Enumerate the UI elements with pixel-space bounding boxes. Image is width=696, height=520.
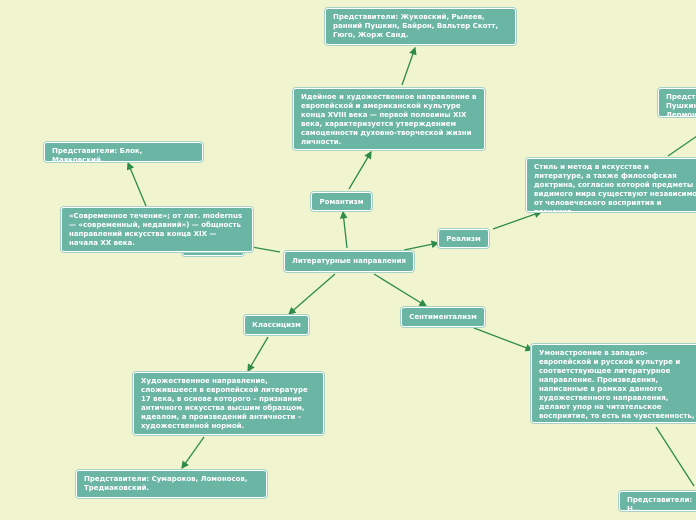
center-topic-literary-movements[interactable]: Литературные направления — [284, 251, 414, 272]
edge-sentdesc-reps — [655, 426, 695, 487]
topic-classicism[interactable]: Классицизм — [244, 315, 309, 335]
romanticism-representatives[interactable]: Представители: Жуковский, Рылеев, ранний… — [325, 8, 516, 45]
edge-moddesc-reps — [126, 161, 147, 207]
edge-center-sentimentalism — [373, 273, 428, 307]
romanticism-description[interactable]: Идейное и художественное направление в е… — [293, 88, 485, 150]
topic-romanticism[interactable]: Романтизм — [311, 192, 372, 211]
edge-classicism-desc — [247, 336, 269, 373]
edge-center-romanticism — [339, 210, 348, 249]
topic-sentimentalism[interactable]: Сентиментализм — [401, 307, 485, 327]
edge-romanticism-desc — [348, 150, 372, 190]
edge-romdesc-reps — [401, 46, 417, 86]
edge-center-classicism — [288, 273, 336, 315]
edge-realism-desc — [492, 210, 543, 230]
sentimentalism-description[interactable]: Умонастроение в западно-европейской и ру… — [531, 344, 696, 423]
realism-description[interactable]: Стиль и метод в искусстве и литературе, … — [526, 158, 696, 212]
edge-center-modernism — [251, 246, 281, 253]
edge-realdesc-reps — [667, 135, 696, 157]
modernism-description[interactable]: «Современное течение»; от лат. modernus … — [61, 207, 253, 252]
edge-clsdesc-reps — [181, 436, 205, 470]
topic-realism[interactable]: Реализм — [438, 229, 489, 248]
classicism-representatives[interactable]: Представители: Сумароков, Ломоносов, Тре… — [76, 470, 267, 498]
edge-sentimentalism-desc — [473, 327, 534, 352]
edge-center-realism — [403, 240, 440, 251]
classicism-description[interactable]: Художественное направление, сложившееся … — [133, 372, 324, 435]
modernism-representatives[interactable]: Представители: Блок, Маяковский. — [44, 142, 203, 162]
sentimentalism-representatives[interactable]: Представители: Н… — [619, 491, 696, 511]
realism-representatives[interactable]: Представители: Пушкин, Лермонтов… — [658, 88, 696, 117]
